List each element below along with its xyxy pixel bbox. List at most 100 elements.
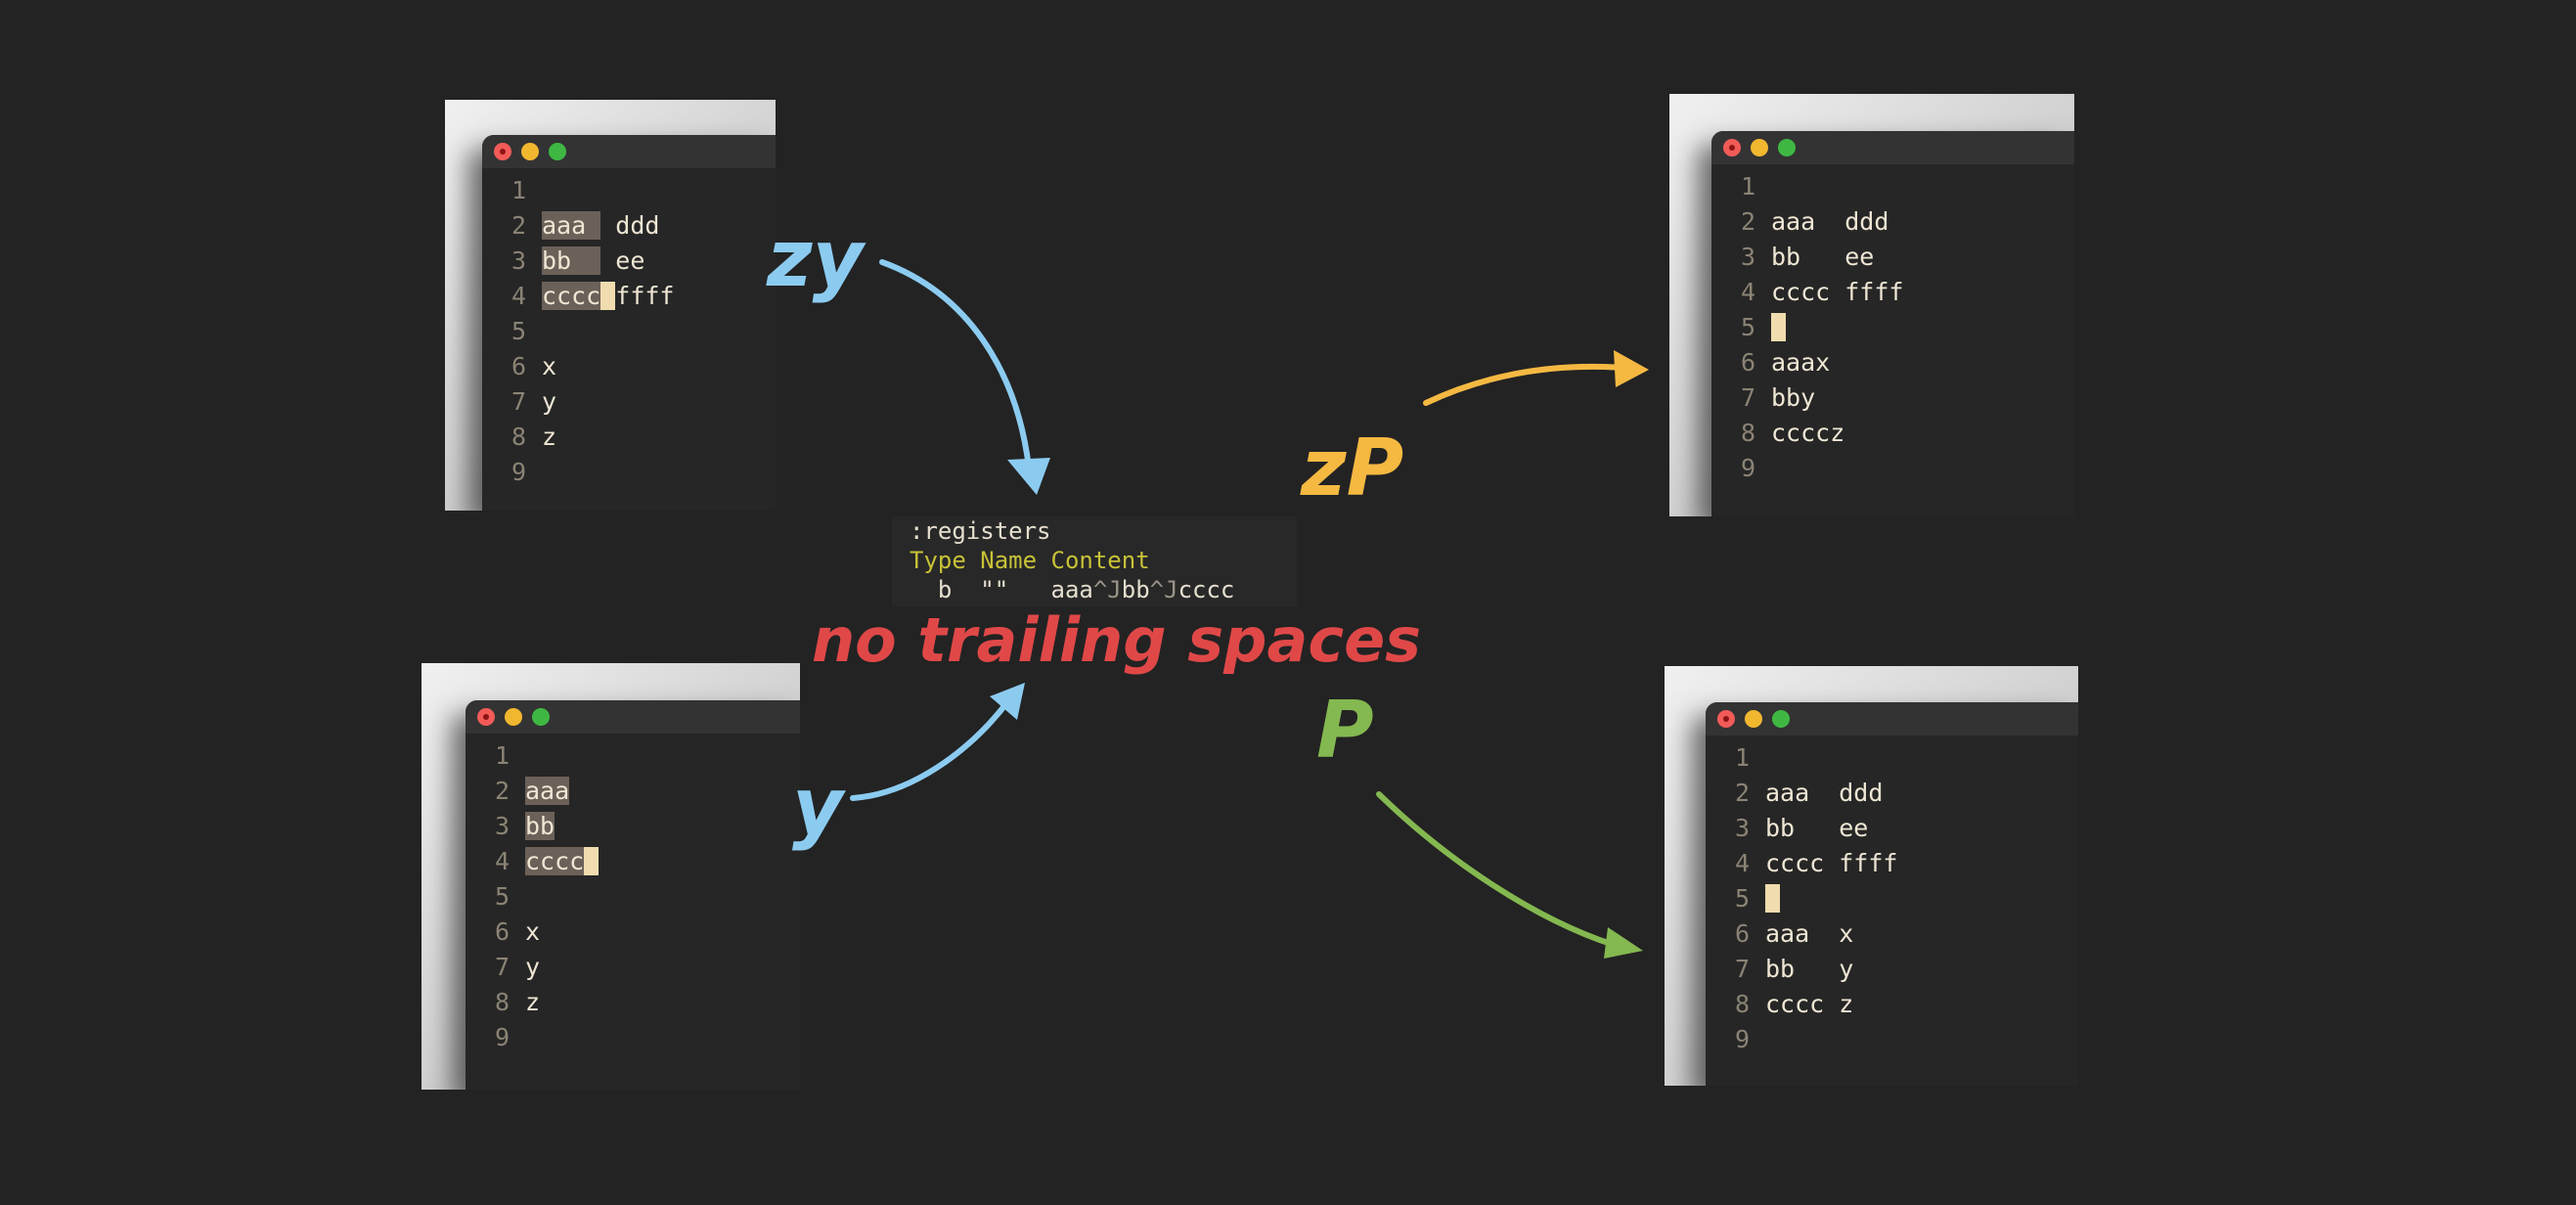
line-number: 6 bbox=[511, 352, 526, 380]
line-number: 9 bbox=[511, 458, 526, 486]
line-text: ee bbox=[600, 246, 645, 275]
line-number: 8 bbox=[1734, 990, 1750, 1018]
buffer-line: 4 cccc ffff bbox=[482, 279, 776, 314]
caption-no-trailing-spaces: no trailing spaces bbox=[812, 604, 1421, 676]
line-number: 1 bbox=[1734, 743, 1750, 772]
buffer-line: 1 bbox=[1706, 740, 2078, 776]
cursor bbox=[600, 282, 616, 310]
line-number: 5 bbox=[511, 317, 526, 345]
buffer-line: 5 bbox=[1706, 881, 2078, 916]
line-text: z bbox=[525, 988, 541, 1016]
line-text: ffff bbox=[615, 282, 675, 310]
line-text: aaa ddd bbox=[1771, 207, 1889, 236]
line-text: y bbox=[542, 387, 557, 416]
line-text: x bbox=[525, 917, 541, 946]
registers-header: Type Name Content bbox=[910, 547, 1150, 574]
buffer-line: 8 ccccz bbox=[1711, 416, 2074, 451]
titlebar bbox=[482, 135, 776, 168]
line-text: aaa ddd bbox=[1765, 779, 1884, 807]
line-number: 4 bbox=[494, 847, 510, 875]
titlebar bbox=[466, 700, 800, 734]
maximize-button[interactable] bbox=[1772, 710, 1790, 728]
arrow-zP bbox=[1423, 363, 1626, 406]
close-button[interactable] bbox=[494, 143, 511, 160]
arrow-P bbox=[1376, 791, 1617, 948]
line-number: 9 bbox=[494, 1023, 510, 1051]
minimize-button[interactable] bbox=[505, 708, 522, 726]
register-row-mid: bb bbox=[1121, 576, 1150, 603]
maximize-button[interactable] bbox=[532, 708, 550, 726]
line-number: 5 bbox=[1734, 884, 1750, 913]
line-number: 6 bbox=[1740, 348, 1755, 377]
buffer-line: 5 bbox=[1711, 310, 2074, 345]
close-button[interactable] bbox=[477, 708, 495, 726]
line-number: 2 bbox=[494, 777, 510, 805]
register-ctl-1: ^J bbox=[1092, 576, 1122, 603]
label-zP: zP bbox=[1300, 423, 1403, 513]
titlebar bbox=[1711, 131, 2074, 164]
line-number: 4 bbox=[511, 282, 526, 310]
line-number: 5 bbox=[494, 882, 510, 911]
line-text: x bbox=[542, 352, 557, 380]
line-number: 2 bbox=[1740, 207, 1755, 236]
line-number: 6 bbox=[1734, 919, 1750, 948]
selected-text: cccc bbox=[542, 282, 601, 310]
buffer-line: 4 cccc ffff bbox=[1711, 275, 2074, 310]
label-y: y bbox=[792, 761, 846, 852]
line-text: bb ee bbox=[1771, 243, 1875, 271]
register-ctl-2: ^J bbox=[1149, 576, 1178, 603]
buffer-line: 1 bbox=[482, 173, 776, 208]
line-number: 3 bbox=[494, 812, 510, 840]
line-text: cccc ffff bbox=[1771, 278, 1904, 306]
line-text: bb ee bbox=[1765, 814, 1869, 842]
minimize-button[interactable] bbox=[521, 143, 539, 160]
line-number: 1 bbox=[494, 741, 510, 770]
line-number: 8 bbox=[1740, 419, 1755, 447]
buffer-line: 9 bbox=[482, 455, 776, 490]
arrowhead-P bbox=[1604, 927, 1643, 959]
close-button[interactable] bbox=[1717, 710, 1735, 728]
minimize-button[interactable] bbox=[1745, 710, 1762, 728]
maximize-button[interactable] bbox=[549, 143, 566, 160]
line-number: 7 bbox=[1740, 383, 1755, 412]
close-button[interactable] bbox=[1723, 139, 1741, 156]
line-text: bb y bbox=[1765, 955, 1854, 983]
selected-text: bb bbox=[542, 246, 601, 275]
buffer-line: 9 bbox=[466, 1020, 800, 1055]
line-text: ccccz bbox=[1771, 419, 1845, 447]
line-number: 7 bbox=[511, 387, 526, 416]
minimize-button[interactable] bbox=[1751, 139, 1768, 156]
titlebar bbox=[1706, 702, 2078, 736]
buffer-line: 1 bbox=[1711, 169, 2074, 204]
line-text: ddd bbox=[600, 211, 660, 240]
line-number: 4 bbox=[1740, 278, 1755, 306]
maximize-button[interactable] bbox=[1778, 139, 1796, 156]
line-text: z bbox=[542, 423, 557, 451]
cursor bbox=[1765, 884, 1781, 913]
line-number: 9 bbox=[1740, 454, 1755, 482]
buffer-line: 5 bbox=[482, 314, 776, 349]
line-number: 5 bbox=[1740, 313, 1755, 341]
